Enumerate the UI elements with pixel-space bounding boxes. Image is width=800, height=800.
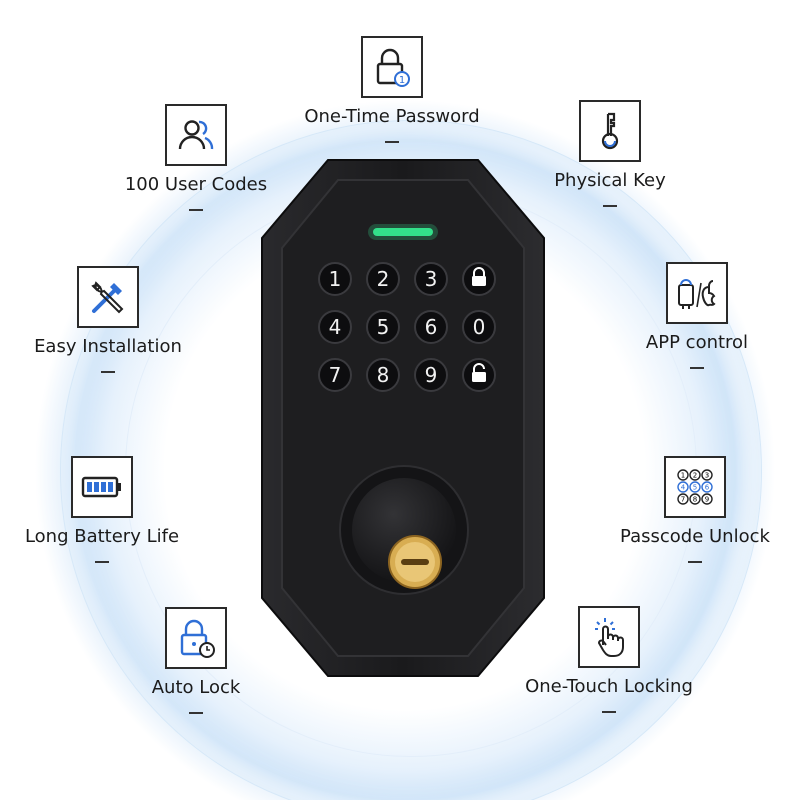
keypad-digit: 0 (472, 315, 486, 339)
keypad: 1 2 3 4 5 6 0 7 8 9 (318, 262, 508, 392)
keypad-key-5[interactable]: 5 (366, 310, 400, 344)
keypad-digit: 3 (424, 267, 438, 291)
feature-label: 100 User Codes (124, 174, 268, 195)
keypad-digit: 4 (328, 315, 342, 339)
tools-icon (77, 266, 139, 328)
keypad-key-6[interactable]: 6 (414, 310, 448, 344)
feature-user-codes: 100 User Codes (81, 104, 311, 211)
svg-text:9: 9 (705, 496, 709, 504)
lock-icon (470, 266, 488, 292)
feature-long-battery: Long Battery Life (0, 456, 217, 563)
keypad-digit: 2 (376, 267, 390, 291)
svg-text:1: 1 (681, 472, 685, 480)
divider (602, 711, 616, 713)
divider (688, 561, 702, 563)
feature-app-control: APP control (582, 262, 800, 369)
svg-text:4: 4 (681, 484, 686, 492)
feature-label: Easy Installation (34, 336, 182, 357)
keypad-icon: 1 2 3 4 5 6 7 8 9 (664, 456, 726, 518)
feature-label: One-Touch Locking (525, 676, 693, 697)
unlock-icon (470, 362, 488, 388)
feature-one-touch-locking: One-Touch Locking (494, 606, 724, 713)
feature-auto-lock: Auto Lock (81, 607, 311, 714)
divider (95, 561, 109, 563)
feature-label: Physical Key (554, 170, 666, 191)
feature-passcode-unlock: 1 2 3 4 5 6 7 8 9 Passcode Unlock (580, 456, 800, 563)
keypad-key-8[interactable]: 8 (366, 358, 400, 392)
divider (690, 367, 704, 369)
feature-physical-key: Physical Key (495, 100, 725, 207)
keypad-key-9[interactable]: 9 (414, 358, 448, 392)
keypad-digit: 1 (328, 267, 342, 291)
android-apple-icon (666, 262, 728, 324)
svg-text:8: 8 (693, 496, 697, 504)
touch-icon (578, 606, 640, 668)
feature-one-time-password: 1 One-Time Password (277, 36, 507, 143)
feature-label: Auto Lock (151, 677, 241, 698)
svg-text:3: 3 (705, 472, 709, 480)
keypad-unlock-button[interactable] (462, 358, 496, 392)
keypad-digit: 7 (328, 363, 342, 387)
divider (189, 712, 203, 714)
lock-one-time-icon: 1 (361, 36, 423, 98)
svg-text:6: 6 (705, 484, 710, 492)
battery-icon (71, 456, 133, 518)
svg-text:1: 1 (399, 75, 405, 86)
keypad-key-3[interactable]: 3 (414, 262, 448, 296)
keypad-digit: 8 (376, 363, 390, 387)
keypad-key-4[interactable]: 4 (318, 310, 352, 344)
keyhole-cylinder-icon (388, 535, 442, 589)
users-icon (165, 104, 227, 166)
keypad-digit: 5 (376, 315, 390, 339)
feature-label: Long Battery Life (24, 526, 180, 547)
keypad-digit: 9 (424, 363, 438, 387)
key-icon (579, 100, 641, 162)
smart-deadbolt-lock (261, 159, 545, 677)
svg-text:7: 7 (681, 496, 685, 504)
feature-label: One-Time Password (304, 106, 480, 127)
keypad-digit: 6 (424, 315, 438, 339)
keypad-key-2[interactable]: 2 (366, 262, 400, 296)
feature-easy-installation: Easy Installation (0, 266, 223, 373)
keypad-lock-button[interactable] (462, 262, 496, 296)
divider (101, 371, 115, 373)
divider (603, 205, 617, 207)
divider (385, 141, 399, 143)
feature-label: APP control (645, 332, 749, 353)
svg-text:2: 2 (693, 472, 697, 480)
keypad-key-1[interactable]: 1 (318, 262, 352, 296)
feature-label: Passcode Unlock (620, 526, 770, 547)
svg-text:5: 5 (693, 484, 697, 492)
keypad-key-0[interactable]: 0 (462, 310, 496, 344)
keypad-key-7[interactable]: 7 (318, 358, 352, 392)
divider (189, 209, 203, 211)
lock-clock-icon (165, 607, 227, 669)
